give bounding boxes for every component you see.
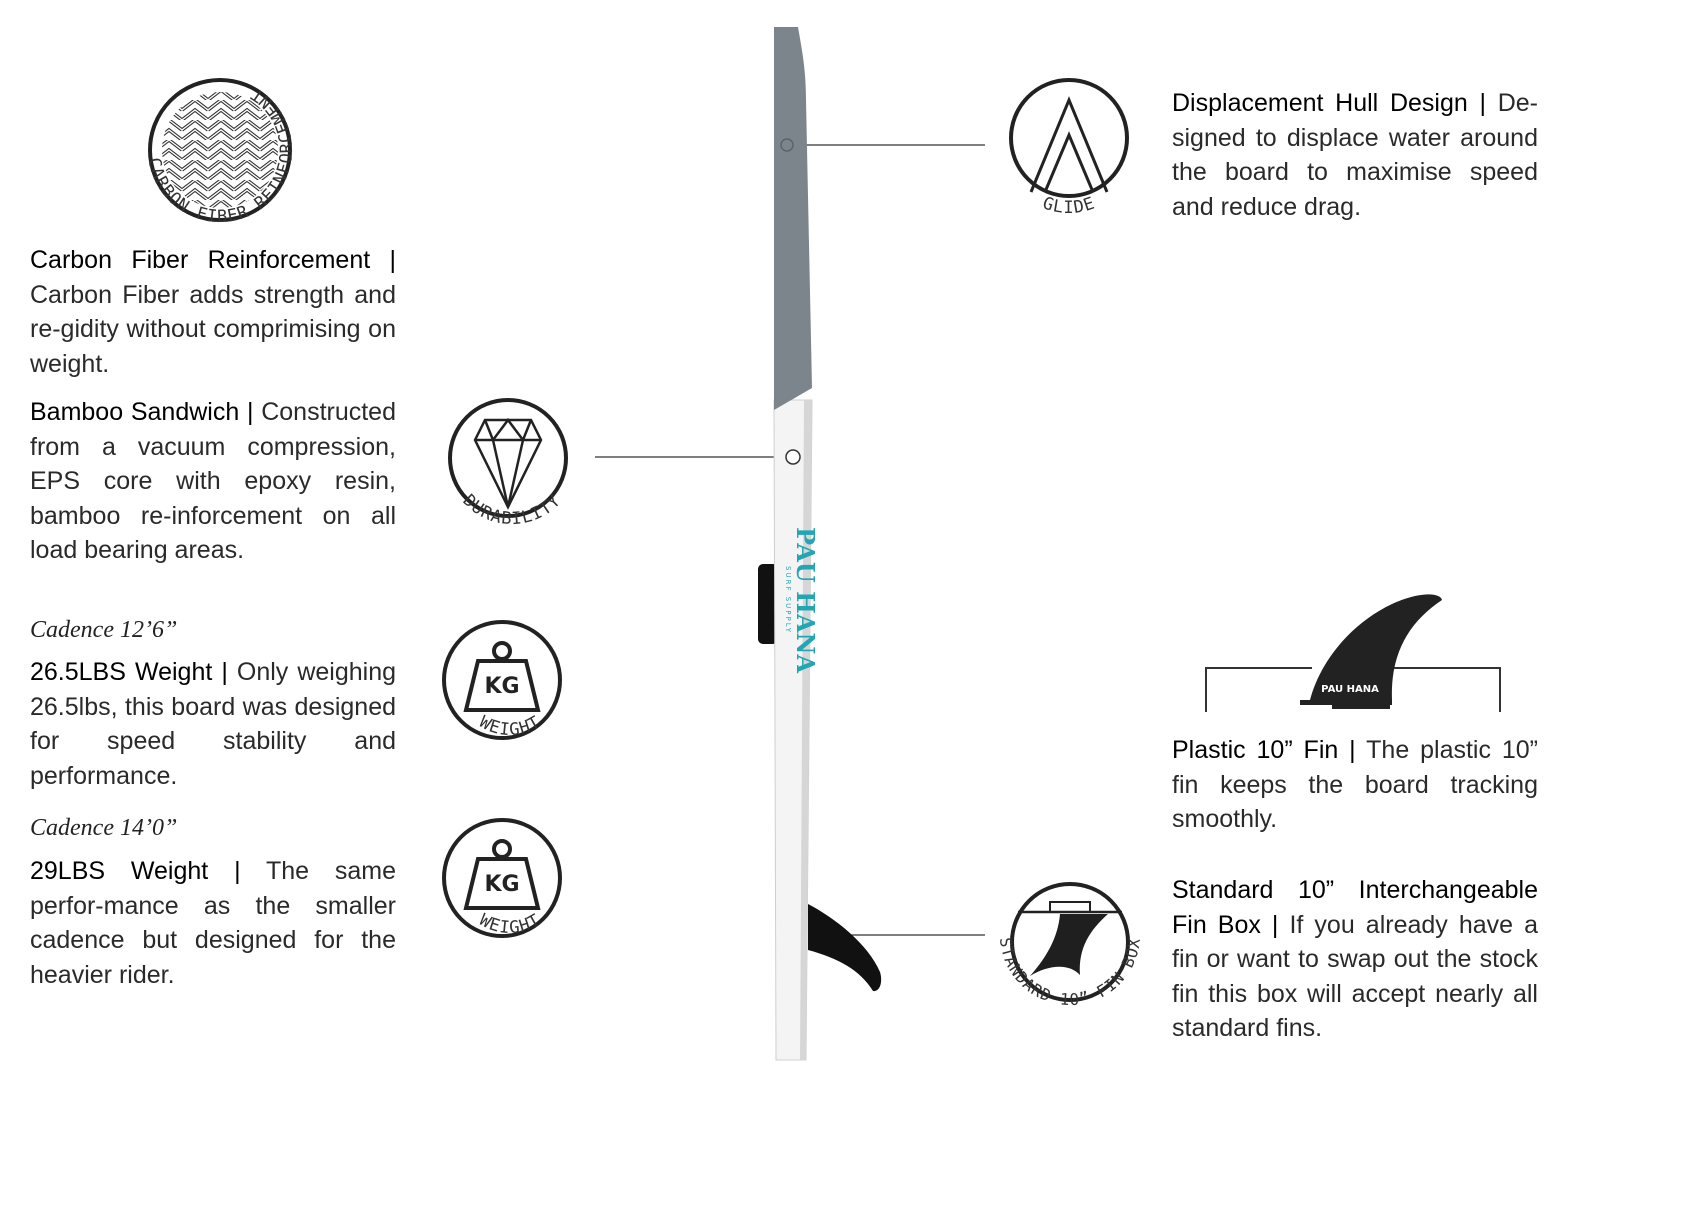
cadence-126-title: 26.5LBS Weight | (30, 658, 228, 686)
plastic-fin-body: The plastic 10” fin keeps the board trac… (1172, 736, 1539, 833)
glide-title: Displacement Hull Design | (1172, 89, 1486, 117)
diamond-icon (473, 417, 543, 510)
durability-badge: DURABILITY (448, 398, 568, 529)
weight-badge-140: KG WEIGHT (442, 818, 562, 938)
weight-badge-unit: KG (484, 872, 519, 897)
board-fin (808, 904, 882, 992)
brand-text: PAU HANA (791, 527, 820, 673)
cadence-140-body: The same perfor-mance as the smaller cad… (30, 857, 396, 989)
carbon-title: Carbon Fiber Reinforcement | (30, 246, 396, 274)
cadence-140-heading: Cadence 14’0” (30, 815, 178, 841)
glide-body: De-signed to displace water around the b… (1172, 89, 1538, 221)
bamboo-description: Bamboo Sandwich | Constructed from a vac… (30, 395, 396, 568)
carbon-fiber-badge: CARBON FIBER REINFORCEMENT (143, 78, 296, 227)
fin-box-title: Standard 10” Interchangeable Fin Box | (1172, 876, 1538, 939)
glide-description: Displacement Hull Design | De-signed to … (1172, 86, 1538, 224)
cadence-126-description: 26.5LBS Weight | Only weighing 26.5lbs, … (30, 655, 396, 793)
weight-icon (463, 839, 541, 910)
plastic-fin-title: Plastic 10” Fin | (1172, 736, 1356, 764)
carry-handle (758, 564, 778, 644)
fin-box-body: If you already have a fin or want to swa… (1172, 910, 1539, 1043)
bamboo-title: Bamboo Sandwich | (30, 398, 254, 426)
plastic-fin-illustration: PAU HANA (1205, 594, 1501, 712)
cadence-140-description: 29LBS Weight | The same perfor-mance as … (30, 854, 396, 992)
fin-box-icon (1018, 901, 1122, 976)
glide-icon (1029, 96, 1109, 193)
paddle-board: PAU HANA SURF SUPPLY (758, 27, 882, 1061)
glide-badge: GLIDE (1009, 78, 1129, 218)
fin-logo: PAU HANA (1321, 684, 1379, 695)
cadence-126-heading: Cadence 12’6” (30, 617, 178, 643)
cadence-126-body: Only weighing 26.5lbs, this board was de… (30, 658, 397, 790)
carbon-description: Carbon Fiber Reinforcement | Carbon Fibe… (30, 243, 396, 381)
cadence-140-title: 29LBS Weight | (30, 857, 241, 885)
fin-box-description: Standard 10” Interchangeable Fin Box | I… (1172, 873, 1538, 1046)
weight-badge-126: KG WEIGHT (442, 620, 562, 740)
bamboo-body: Constructed from a vacuum compression, E… (30, 398, 396, 564)
weight-icon (463, 641, 541, 712)
carbon-body: Carbon Fiber adds strength and re-gidity… (30, 280, 396, 378)
brand-sub-text: SURF SUPPLY (784, 566, 792, 634)
board-nose (774, 27, 812, 410)
fin-box-badge: STANDARD 10” FIN BOX (996, 882, 1143, 1009)
plastic-fin-description: Plastic 10” Fin | The plastic 10” fin ke… (1172, 733, 1538, 837)
board-brand: PAU HANA SURF SUPPLY (784, 527, 820, 673)
weight-badge-unit: KG (484, 674, 519, 699)
